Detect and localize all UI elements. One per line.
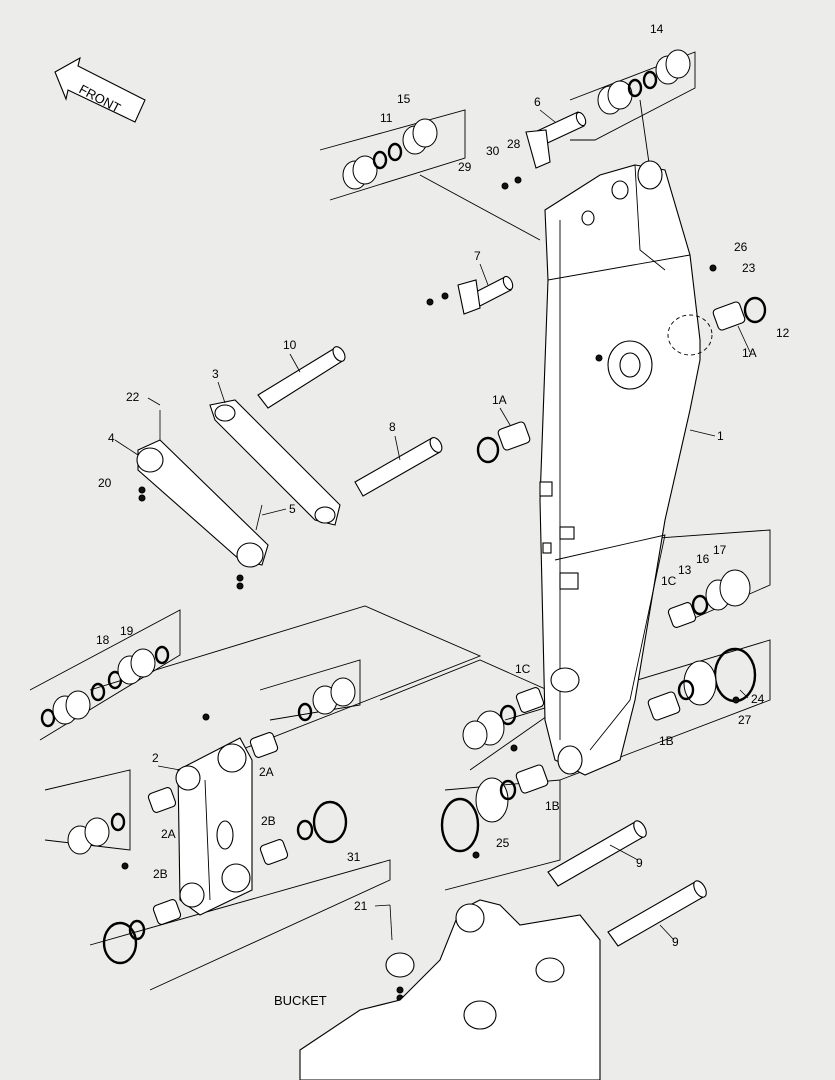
callout-13: 13 bbox=[678, 563, 692, 577]
callout-27: 27 bbox=[738, 713, 752, 727]
callout-16: 16 bbox=[696, 552, 710, 566]
callout-1: 1 bbox=[717, 429, 724, 443]
callout-26: 26 bbox=[734, 240, 748, 254]
callout-7: 7 bbox=[474, 249, 481, 263]
callout-1b-left: 1B bbox=[545, 799, 560, 813]
arm-body bbox=[539, 160, 713, 776]
callout-29: 29 bbox=[458, 160, 472, 174]
callout-2: 2 bbox=[152, 751, 159, 765]
bucket-label: BUCKET bbox=[274, 993, 327, 1008]
callout-1a-right: 1A bbox=[742, 346, 757, 360]
callout-2b-upper: 2B bbox=[261, 814, 276, 828]
leader-lines bbox=[114, 109, 751, 941]
callout-17: 17 bbox=[713, 543, 727, 557]
callout-10: 10 bbox=[283, 338, 297, 352]
callout-9-upper: 9 bbox=[636, 856, 643, 870]
callout-11: 11 bbox=[380, 111, 393, 125]
callout-19: 19 bbox=[120, 624, 134, 638]
callout-25: 25 bbox=[496, 836, 510, 850]
callout-6: 6 bbox=[534, 95, 541, 109]
callout-15: 15 bbox=[397, 92, 411, 106]
callout-2a-upper: 2A bbox=[259, 765, 274, 779]
callout-30: 30 bbox=[486, 144, 500, 158]
callout-2b-lower: 2B bbox=[153, 867, 168, 881]
bushings bbox=[147, 301, 746, 925]
callout-2a-lower: 2A bbox=[161, 827, 176, 841]
bucket bbox=[299, 899, 601, 1080]
callout-23: 23 bbox=[742, 261, 756, 275]
callout-1b-right: 1B bbox=[659, 734, 674, 748]
callout-1a-left: 1A bbox=[492, 393, 507, 407]
callout-20: 20 bbox=[98, 476, 112, 490]
callout-1c-right: 1C bbox=[661, 574, 677, 588]
callout-8: 8 bbox=[389, 420, 396, 434]
callout-3: 3 bbox=[212, 367, 219, 381]
fasteners bbox=[121, 176, 740, 1050]
callout-28: 28 bbox=[507, 137, 521, 151]
pins bbox=[257, 111, 707, 947]
callout-18: 18 bbox=[96, 633, 110, 647]
links bbox=[136, 399, 341, 568]
callout-24: 24 bbox=[751, 692, 765, 706]
callout-14: 14 bbox=[650, 22, 664, 36]
callout-21: 21 bbox=[354, 899, 368, 913]
front-arrow: FRONT bbox=[54, 56, 146, 123]
callout-12: 12 bbox=[776, 326, 790, 340]
callout-31: 31 bbox=[347, 850, 361, 864]
callout-1c-left: 1C bbox=[515, 662, 531, 676]
callout-22: 22 bbox=[126, 390, 140, 404]
callout-9-lower: 9 bbox=[672, 935, 679, 949]
group-boxes bbox=[29, 51, 771, 991]
bracket bbox=[175, 737, 253, 916]
callout-5: 5 bbox=[289, 502, 296, 516]
callout-4: 4 bbox=[108, 431, 115, 445]
rings-and-washers bbox=[40, 49, 767, 965]
callout-labels: 1 1A 1A 1B 1B 1C 1C 2 2A 2A 2B 2B 3 4 5 … bbox=[96, 22, 790, 1008]
